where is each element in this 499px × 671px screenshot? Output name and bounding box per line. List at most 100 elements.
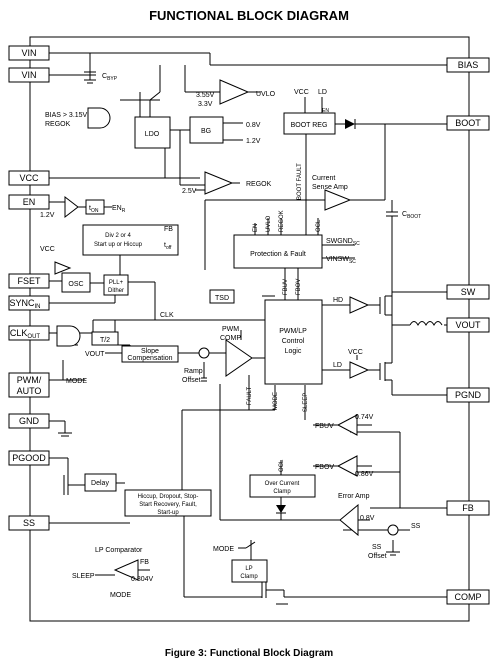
v33-label: 3.3V: [198, 101, 213, 108]
cboot-label: CBOOT: [402, 211, 421, 220]
error-amp-label: Error Amp: [338, 493, 370, 500]
osc-label: OSC: [68, 281, 83, 288]
ocl-label: OCL: [316, 219, 322, 232]
pll-label-1: PLL+: [109, 280, 124, 286]
mode4-label: MODE: [213, 546, 234, 553]
and-gate-clk: [56, 325, 81, 347]
pwm-comp-label-1: PWM: [222, 326, 239, 333]
slope-label-2: Compensation: [127, 355, 172, 362]
boot-reg-block: [283, 112, 336, 135]
hd-driver: [349, 296, 370, 314]
ocl-diode: [276, 505, 286, 513]
mode2-label: MODE: [273, 392, 279, 410]
pin-boot: BOOT: [455, 118, 481, 128]
vcc2-label: VCC: [40, 246, 55, 253]
tsd-box: [209, 289, 235, 304]
boot-reg-label: BOOT REG: [291, 122, 328, 129]
pin-pwm-auto-box: [8, 372, 50, 398]
delay-block: [84, 473, 117, 492]
and-gate-bias: [87, 107, 111, 129]
pwm-label-2: Control: [282, 338, 305, 345]
vout-in-label: VOUT: [85, 351, 105, 358]
protection-label: Protection & Fault: [250, 251, 306, 258]
ss-summing-junction: [387, 524, 399, 536]
pgood-fet: [63, 475, 69, 495]
pin-sw: SW: [461, 287, 476, 297]
fbov2-label: FBOV: [315, 464, 334, 471]
current-label-2: Sense Amp: [312, 184, 348, 191]
pin-vin-1: VIN: [21, 48, 36, 58]
t2-label: T/2: [100, 337, 110, 344]
lp-clamp-label-2: Clamp: [240, 574, 258, 580]
tsd-label: TSD: [215, 295, 229, 302]
fbuv-comparator: [336, 414, 358, 436]
vcc3-label: VCC: [348, 349, 363, 356]
delay-label: Delay: [91, 480, 109, 487]
pin-auto: AUTO: [17, 386, 42, 396]
regok-label: REGOK: [45, 121, 71, 128]
ocl-clamp-label-2: Clamp: [273, 489, 291, 495]
hiccup-block: [124, 489, 212, 517]
hiccup-label-3: Start-up: [157, 510, 179, 516]
ocl-clamp-label-1: Over Current: [265, 481, 300, 487]
uvlo2-label: UVLO: [266, 215, 272, 232]
v25-label: 2.5V: [182, 188, 197, 195]
t-on-box: [85, 199, 105, 215]
hiccup-label-2: Start Recovery, Fault,: [139, 502, 197, 508]
pwm-label-1: PWM/LP: [279, 328, 307, 335]
ocl-clamp-block: [249, 474, 316, 498]
summing-junction: [198, 347, 210, 359]
sleep-label: SLEEP: [303, 393, 309, 412]
regok3-label: REGOK: [279, 210, 285, 232]
pin-sync: SYNCIN: [9, 298, 40, 310]
pin-pgnd: PGND: [455, 390, 482, 400]
swgnd-label: SWGNDSC: [326, 238, 360, 247]
t2-block: [91, 331, 119, 346]
pin-vout: VOUT: [455, 320, 481, 330]
v12-en-label: 1.2V: [40, 212, 55, 219]
pwm-control-block: [264, 299, 323, 385]
hd-label: HD: [333, 297, 343, 304]
ldo-block: [134, 116, 171, 149]
pin-clk: CLKOUT: [10, 328, 41, 340]
uvlo-comparator: [219, 79, 250, 105]
protection-block: [233, 234, 323, 269]
lp-switch: [245, 541, 256, 549]
ss-offset-label-2: Offset: [368, 553, 387, 560]
ground-symbols: [84, 79, 400, 605]
ramp-label-2: Offset: [182, 377, 201, 384]
output-inductor: [409, 321, 443, 327]
fault-label: FAULT: [247, 386, 253, 405]
ld-driver: [349, 361, 370, 379]
fb1-label: FB: [164, 226, 173, 233]
error-amplifier: [339, 503, 359, 537]
pin-pwm: PWM/: [17, 375, 42, 385]
v355-label: 3.55V: [196, 92, 215, 99]
power-fets: [379, 296, 386, 381]
pll-block: [103, 274, 129, 296]
ss-offset-label-1: SS: [372, 544, 382, 551]
lp-comparator: [113, 559, 139, 581]
osc-block: [61, 272, 91, 293]
ld1-label: LD: [318, 89, 327, 96]
t-on-label: tON: [89, 205, 99, 214]
v0804-label: 0.804V: [131, 576, 154, 583]
fbuv-label: FBUV: [283, 279, 289, 295]
v08b-label: 0.8V: [360, 515, 375, 522]
pin-vcc: VCC: [19, 173, 39, 183]
v12-label: 1.2V: [246, 138, 261, 145]
pin-fset: FSET: [17, 276, 41, 286]
lp-clamp-label-1: LP: [245, 566, 252, 572]
sleep2-label: SLEEP: [72, 573, 95, 580]
pin-bias: BIAS: [458, 60, 479, 70]
fbov-label: FBOV: [296, 279, 302, 295]
ldo-label: LDO: [145, 131, 160, 138]
pin-ss: SS: [23, 518, 35, 528]
bg-label: BG: [201, 128, 211, 135]
bias-315-label: BIAS > 3.15V: [45, 112, 88, 119]
fbuv2-label: FBUV: [315, 423, 334, 430]
pin-vin-2: VIN: [21, 70, 36, 80]
current-label-1: Current: [312, 175, 335, 182]
t-off-label: toff: [164, 242, 172, 251]
